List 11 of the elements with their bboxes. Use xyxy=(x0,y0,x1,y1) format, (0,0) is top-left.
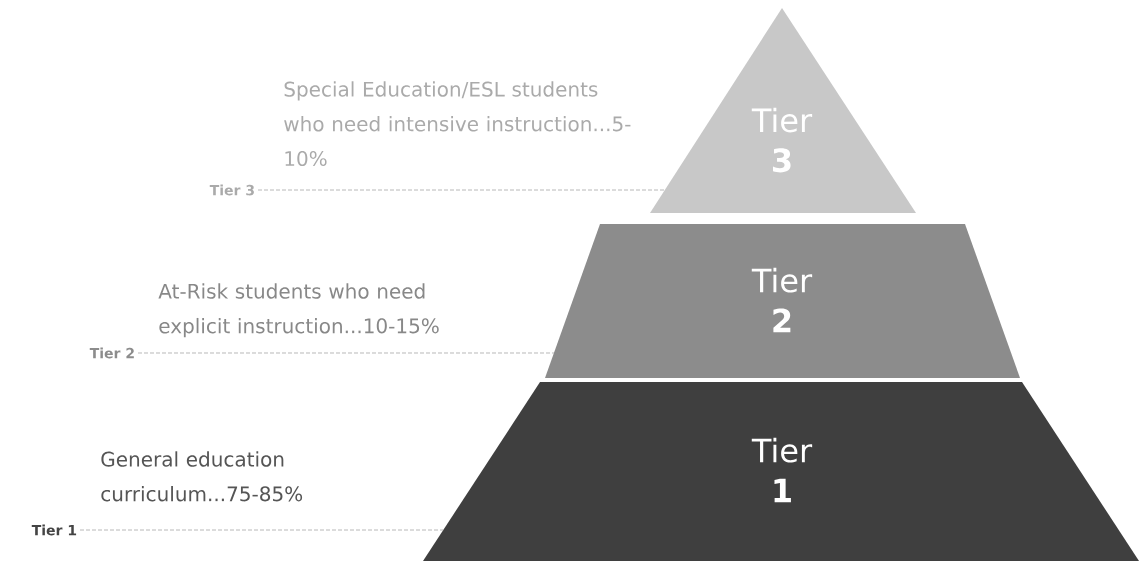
pyramid-tier: Tier 1 xyxy=(423,382,1139,561)
leader-line xyxy=(137,352,555,354)
leader-line xyxy=(79,529,444,531)
tier-label: Tier 1 xyxy=(31,524,77,536)
description-text: General education curriculum...75-85% xyxy=(101,451,303,502)
pyramid-tier: Tier 2 xyxy=(545,224,1020,378)
description-text: Special Education/ESL students who need intensive instruction...5-10% xyxy=(284,81,631,167)
leader-line xyxy=(257,189,666,191)
description-text: At-Risk students who need explicit instruction...10-15% xyxy=(158,283,439,338)
tier-label: Tier 3 xyxy=(209,184,254,196)
tier-label: Tier 2 xyxy=(89,347,134,359)
